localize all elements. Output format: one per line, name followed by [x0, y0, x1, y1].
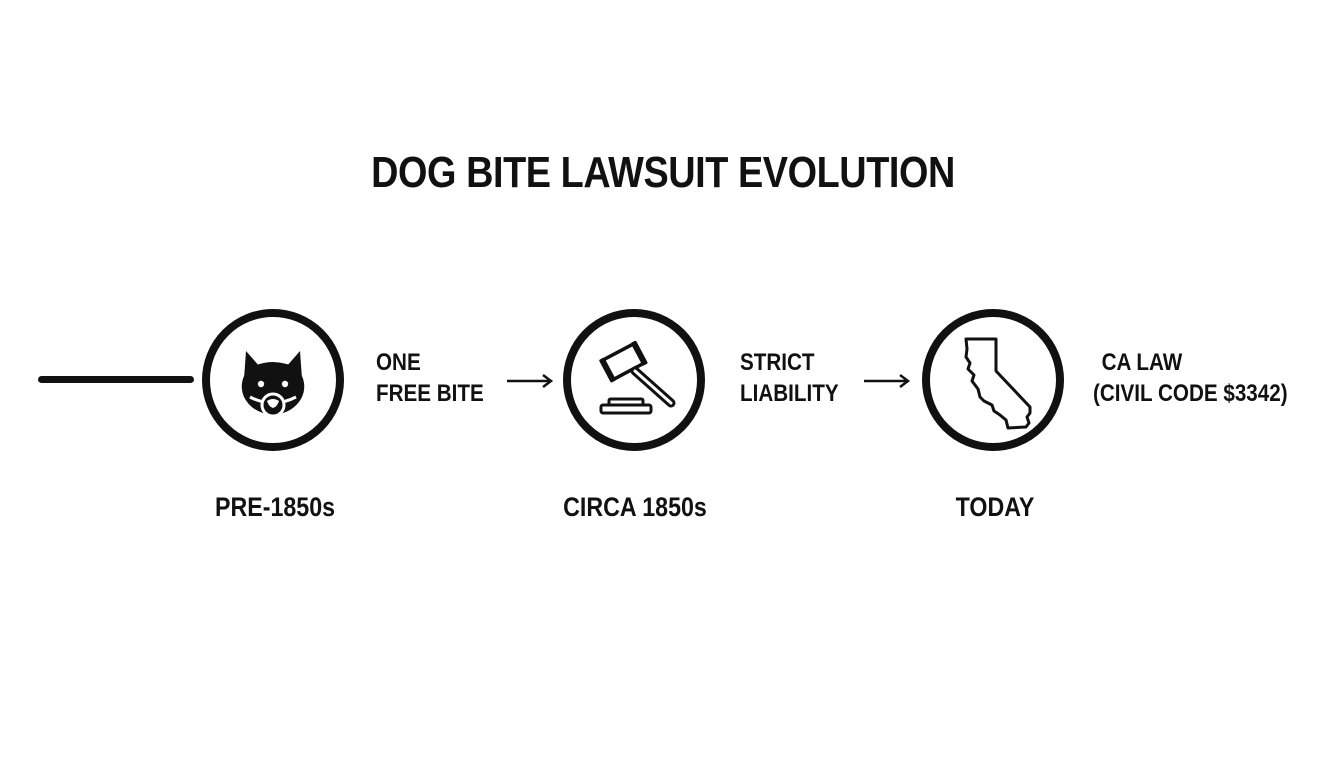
stage-1-circle [202, 309, 344, 451]
stage-2-era-label: CIRCA 1850s [563, 492, 707, 522]
stage-2-rule-line-1: STRICT [740, 349, 815, 376]
stage-1-rule-line-1: ONE [376, 349, 421, 376]
stage-3-rule-line-2: (CIVIL CODE $3342) [1093, 380, 1288, 407]
stage-1-rule-line-2: FREE BITE [376, 380, 484, 407]
arrow-icon [862, 371, 912, 391]
stage-3-rule-line-1: CA LAW [1101, 349, 1183, 376]
diagram-title: DOG BITE LAWSUIT EVOLUTION [371, 148, 955, 197]
stage-2-circle [563, 309, 705, 451]
gavel-icon [599, 340, 676, 415]
stage-3-era-label: TODAY [955, 492, 1035, 522]
stage-2-rule-line-2: LIABILITY [740, 380, 839, 407]
timeline-lead-line [38, 376, 194, 383]
stage-3-circle [922, 309, 1064, 451]
california-map-icon [964, 337, 1032, 430]
arrow-icon [505, 371, 555, 391]
stage-2-rule: STRICT LIABILITY [740, 347, 839, 409]
muzzled-dog-icon [241, 351, 305, 418]
stage-1-rule: ONE FREE BITE [376, 347, 484, 409]
stage-1-era-label: PRE-1850s [214, 492, 336, 522]
stage-3-rule: CA LAW (CIVIL CODE $3342) [1093, 347, 1288, 409]
